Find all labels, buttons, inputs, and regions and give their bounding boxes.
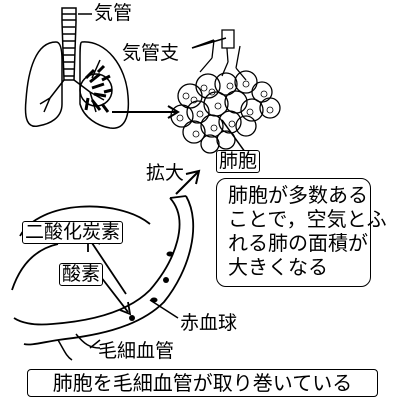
left-lung <box>24 41 63 128</box>
caption: 肺胞を毛細血管が取り巻いている <box>27 369 378 397</box>
label-red-blood-cell: 赤血球 <box>180 312 238 334</box>
explanation-line-4: 大きくなる <box>228 255 328 279</box>
explanation-box <box>216 178 371 287</box>
label-alveolus: 肺胞 <box>216 150 261 173</box>
alveoli-cluster <box>170 29 281 154</box>
trachea-illustration <box>61 7 77 81</box>
label-bronchus: 気管支 <box>122 42 180 64</box>
right-lung <box>79 41 130 129</box>
label-co2: 二酸化炭素 <box>22 221 124 244</box>
explanation-line-2: ことで，空気とふ <box>228 207 387 231</box>
bronchi <box>39 79 105 113</box>
label-capillary: 毛細血管 <box>98 340 175 362</box>
capillary-tube <box>13 197 181 326</box>
explanation-line-1: 肺胞が多数ある <box>228 183 368 207</box>
label-expand: 拡大 <box>146 162 185 184</box>
label-trachea: 気管 <box>94 2 133 24</box>
label-oxygen: 酸素 <box>59 263 104 286</box>
explanation-line-3: れる肺の面積が <box>228 231 368 255</box>
